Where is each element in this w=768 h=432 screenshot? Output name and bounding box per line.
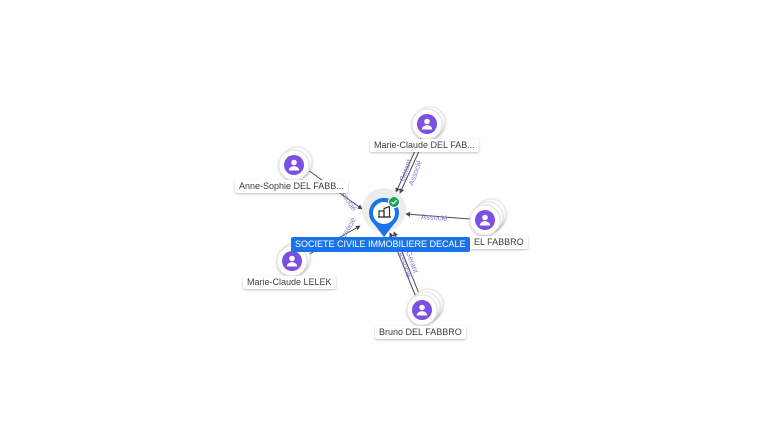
person-icon [479, 214, 491, 226]
person-icon [421, 118, 433, 130]
person-icon [288, 159, 300, 171]
person-node-4[interactable] [276, 242, 311, 277]
person-label-2[interactable]: Anne-Sophie DEL FABB... [235, 180, 348, 193]
company-label[interactable]: SOCIETE CIVILE IMMOBILIERE DECALE [291, 237, 470, 252]
person-label-5[interactable]: Bruno DEL FABBRO [375, 326, 466, 339]
person-node-3[interactable] [469, 198, 507, 236]
person-label-3[interactable]: EL FABBRO [470, 236, 528, 249]
check-icon [388, 196, 400, 208]
person-icon [416, 304, 428, 316]
person-node-5[interactable] [406, 288, 444, 326]
person-icon [286, 255, 298, 267]
person-node-2[interactable] [278, 146, 313, 181]
building-icon [378, 205, 391, 218]
person-label-1[interactable]: Marie-Claude DEL FAB... [370, 139, 479, 152]
company-node[interactable] [362, 188, 406, 237]
person-node-1[interactable] [411, 106, 446, 140]
person-label-4[interactable]: Marie-Claude LELEK [243, 276, 336, 289]
edge-right [405, 211, 471, 220]
edge-label-right-associe: Associé [421, 212, 448, 223]
